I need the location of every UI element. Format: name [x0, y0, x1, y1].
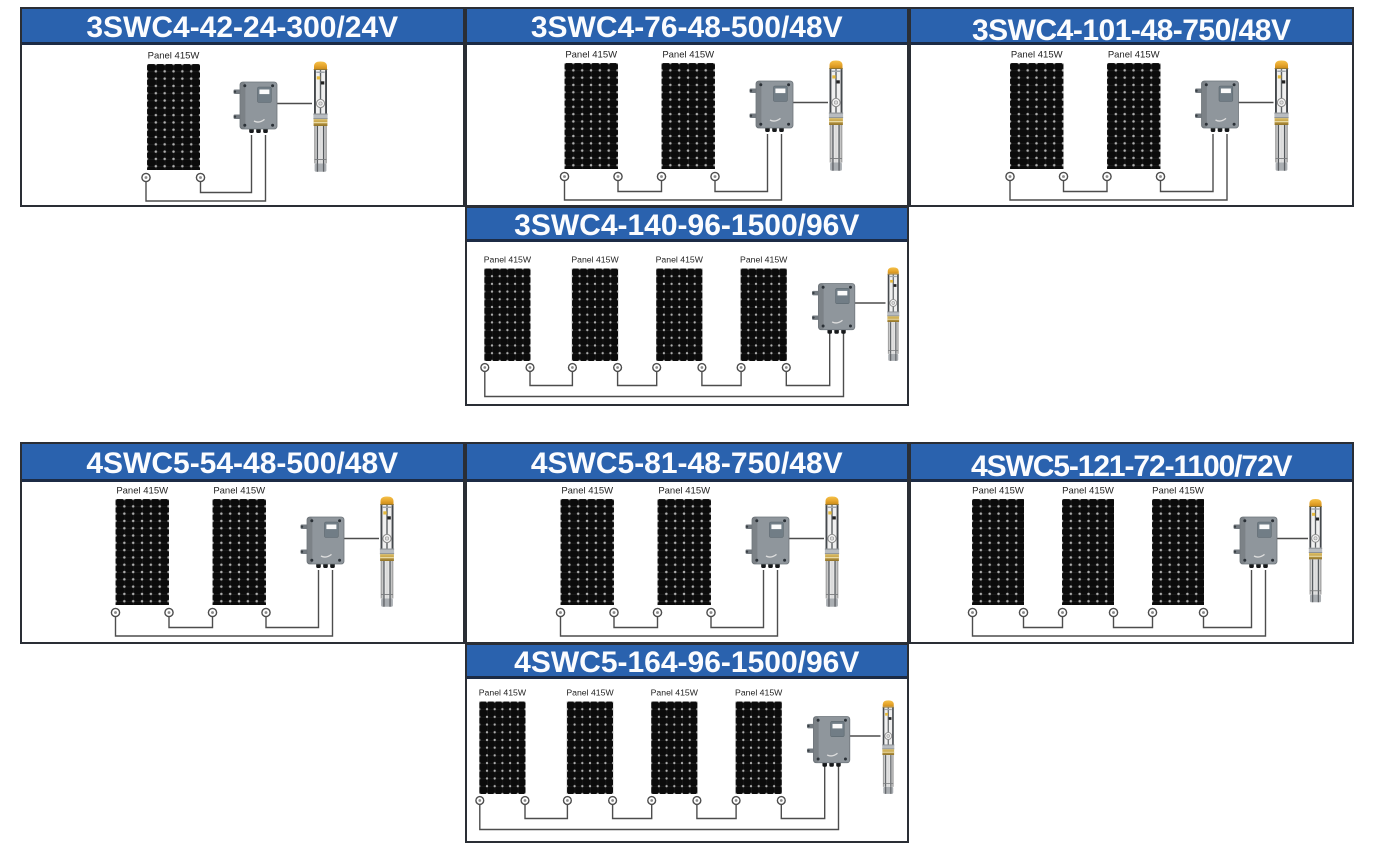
svg-text:Panel 415W: Panel 415W	[972, 486, 1024, 497]
svg-text:Panel 415W: Panel 415W	[1108, 50, 1160, 61]
svg-text:Panel 415W: Panel 415W	[478, 688, 526, 698]
svg-text:Panel 415W: Panel 415W	[148, 51, 200, 62]
svg-text:Panel 415W: Panel 415W	[662, 50, 714, 61]
svg-text:Panel 415W: Panel 415W	[655, 255, 703, 265]
svg-text:Panel 415W: Panel 415W	[565, 50, 617, 61]
svg-text:Panel 415W: Panel 415W	[1011, 50, 1063, 61]
svg-text:Panel 415W: Panel 415W	[213, 486, 265, 497]
svg-text:Panel 415W: Panel 415W	[1062, 486, 1114, 497]
svg-text:Panel 415W: Panel 415W	[561, 486, 613, 497]
svg-text:Panel 415W: Panel 415W	[571, 255, 619, 265]
svg-text:Panel 415W: Panel 415W	[566, 688, 614, 698]
svg-text:Panel 415W: Panel 415W	[116, 486, 168, 497]
svg-text:Panel 415W: Panel 415W	[483, 255, 531, 265]
svg-text:Panel 415W: Panel 415W	[658, 486, 710, 497]
svg-text:Panel 415W: Panel 415W	[1152, 486, 1204, 497]
svg-text:Panel 415W: Panel 415W	[735, 688, 783, 698]
svg-text:Panel 415W: Panel 415W	[650, 688, 698, 698]
svg-text:Panel 415W: Panel 415W	[740, 255, 788, 265]
